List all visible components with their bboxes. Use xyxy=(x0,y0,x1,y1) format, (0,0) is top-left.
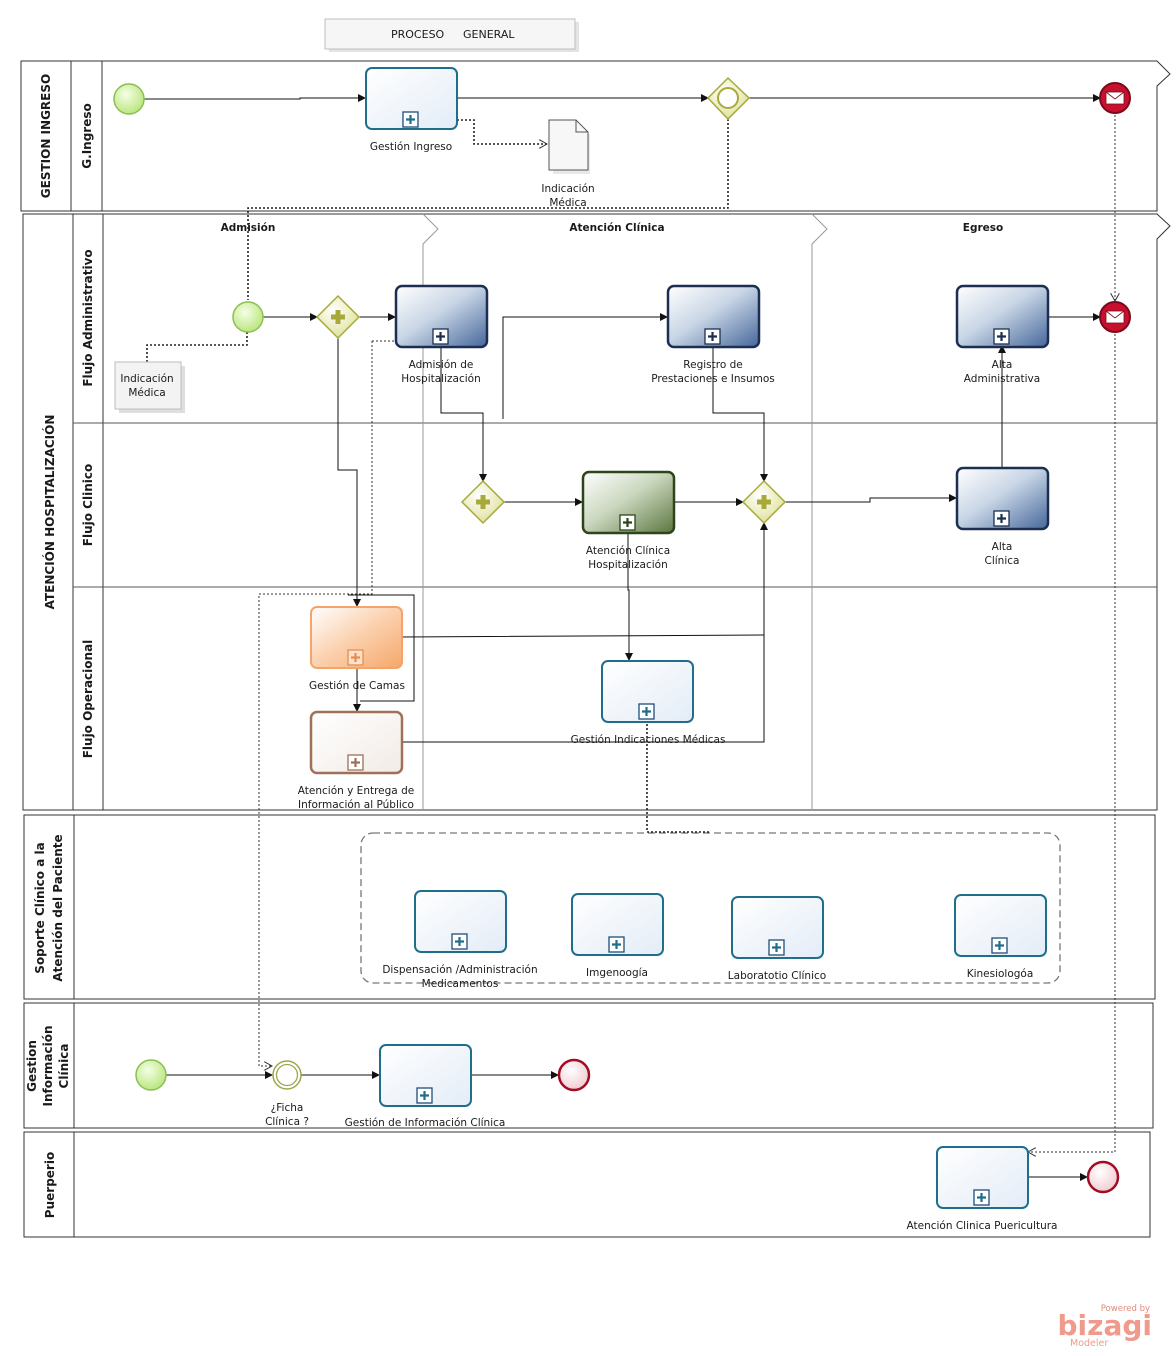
task-kinesiologia[interactable] xyxy=(954,894,1047,957)
task-alta-clinica-label-2: Clínica xyxy=(985,555,1020,567)
task-gestion-indicaciones-label: Gestión Indicaciones Médicas xyxy=(571,734,726,746)
task-admision-hospitalizacion[interactable] xyxy=(394,284,489,349)
process-title-box: PROCESO GENERAL xyxy=(324,18,579,52)
task-gestion-ingreso-label: Gestión Ingreso xyxy=(370,141,452,153)
loop-flow xyxy=(348,594,415,702)
parallel-gateway-split xyxy=(460,479,506,525)
task-atencion-clinica-label-1: Atención Clínica xyxy=(586,545,670,557)
task-gestion-camas-label: Gestión de Camas xyxy=(309,680,405,692)
soporte-group xyxy=(360,832,1061,984)
task-gestion-info-label: Gestión de Información Clínica xyxy=(345,1117,506,1129)
task-alta-adm-label-1: Alta xyxy=(992,359,1013,371)
task-gestion-indicaciones[interactable] xyxy=(601,660,694,723)
data-object-indicacion-medica xyxy=(548,119,590,174)
end-event-gestion-info xyxy=(557,1058,591,1092)
task-dispensacion-label-1: Dispensación /Administración xyxy=(382,964,537,976)
task-alta-clinica[interactable] xyxy=(955,466,1050,531)
task-admision-label-2: Hospitalización xyxy=(401,373,480,385)
lane-flujo-clinico-label: Flujo Clinico xyxy=(81,464,95,546)
annotation-indicacion-medica xyxy=(114,361,185,413)
end-event-message-atencion xyxy=(1099,301,1131,333)
task-gestion-camas[interactable] xyxy=(310,606,403,669)
lane-flujo-administrativo-label: Flujo Administrativo xyxy=(81,249,95,386)
pool-soporte-label-1: Soporte Clínico a la xyxy=(33,842,47,973)
annotation-label-2: Médica xyxy=(128,387,165,399)
start-event-admision xyxy=(232,301,264,333)
sequence-flows xyxy=(144,94,1101,1181)
data-object-label-1: Indicación xyxy=(541,183,594,195)
start-event-ingreso xyxy=(113,83,145,115)
pool-gestion-ingreso: GESTION INGRESO G.Ingreso xyxy=(20,60,1171,212)
ficha-label-2: Clínica ? xyxy=(265,1116,309,1128)
pool-gestion-ingreso-label: GESTION INGRESO xyxy=(39,74,53,198)
logo-product: Modeler xyxy=(1070,1338,1108,1349)
task-registro-label-2: Prestaciones e Insumos xyxy=(651,373,775,385)
intermediate-event-ficha xyxy=(272,1060,302,1090)
pool-atencion-label: ATENCIÓN HOSPITALIZACIÓN xyxy=(42,415,57,610)
start-event-gestion-info xyxy=(135,1059,167,1091)
logo-powered: Powered by xyxy=(1101,1304,1150,1314)
task-kinesiologia-label: Kinesiologóa xyxy=(967,968,1034,980)
message-flows xyxy=(146,119,729,833)
end-event-message-ingreso xyxy=(1099,82,1131,114)
task-gestion-ingreso[interactable] xyxy=(365,67,458,130)
pool-puerperio-label: Puerperio xyxy=(43,1152,57,1218)
gateways xyxy=(315,76,787,525)
task-atencion-clinica[interactable] xyxy=(581,470,676,535)
task-atencion-clinica-label-2: Hospitalización xyxy=(588,559,667,571)
pool-gestion-informacion-clinica: Gestion Información Clínica xyxy=(23,1002,1154,1129)
bizagi-logo: Powered by bizagi Modeler xyxy=(1058,1304,1152,1349)
lane-flujo-operacional-label: Flujo Operacional xyxy=(81,640,95,759)
task-admision-label-1: Admisión de xyxy=(409,359,474,371)
task-atencion-entrega-label-1: Atención y Entrega de xyxy=(298,785,414,797)
inclusive-gateway xyxy=(706,76,751,121)
parallel-gateway-admision xyxy=(315,294,361,340)
lane-g-ingreso-label: G.Ingreso xyxy=(80,103,94,168)
annotation-label-1: Indicación xyxy=(120,373,173,385)
subprocess-marker xyxy=(402,111,419,128)
task-laboratorio[interactable] xyxy=(731,896,824,959)
parallel-gateway-join xyxy=(741,479,787,525)
task-imgenologia[interactable] xyxy=(571,893,664,956)
message-flows-thin xyxy=(258,111,1115,1152)
pool-gestion-info-label-1: Gestion xyxy=(25,1040,39,1092)
phase-egreso-label: Egreso xyxy=(963,222,1003,234)
ficha-label-1: ¿Ficha xyxy=(271,1102,304,1114)
task-imgenologia-label: Imgenoogía xyxy=(586,967,648,979)
process-title-left: PROCESO xyxy=(391,28,445,41)
task-laboratorio-label: Laboratotio Clínico xyxy=(728,970,826,982)
pool-soporte-label-2: Atención del Paciente xyxy=(51,834,65,981)
task-atencion-puericultura-label: Atención Clinica Puericultura xyxy=(907,1220,1058,1232)
task-dispensacion-label-2: Medicamentos xyxy=(422,978,499,990)
data-object-label-2: Médica xyxy=(549,197,586,209)
phase-atencion-clinica-label: Atención Clínica xyxy=(569,222,664,234)
end-event-puerperio xyxy=(1086,1160,1120,1194)
task-dispensacion[interactable] xyxy=(414,890,507,953)
task-atencion-puericultura[interactable] xyxy=(936,1146,1029,1209)
task-alta-adm-label-2: Administrativa xyxy=(964,373,1040,385)
task-alta-clinica-label-1: Alta xyxy=(992,541,1013,553)
task-atencion-entrega-label-2: Información al Público xyxy=(298,799,414,811)
task-registro-label-1: Registro de xyxy=(683,359,742,371)
tasks: Gestión Ingreso Admisión de Hospitalizac… xyxy=(298,67,1058,1232)
process-title-right: GENERAL xyxy=(463,28,515,41)
logo-brand: bizagi xyxy=(1058,1309,1152,1342)
task-atencion-entrega[interactable] xyxy=(309,710,404,775)
task-alta-administrativa[interactable] xyxy=(955,284,1050,349)
task-registro-prestaciones[interactable] xyxy=(666,284,761,349)
pool-gestion-info-label-2: Información xyxy=(41,1025,55,1106)
pool-gestion-info-label-3: Clínica xyxy=(57,1044,71,1089)
task-gestion-informacion-clinica[interactable] xyxy=(379,1044,472,1107)
events: ¿Ficha Clínica ? xyxy=(113,82,1131,1194)
